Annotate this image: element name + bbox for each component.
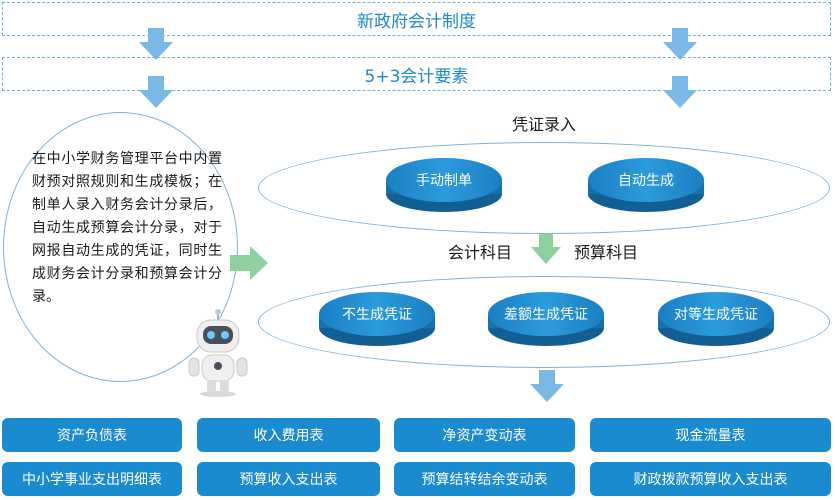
band-subtitle: 5+3会计要素 bbox=[364, 66, 469, 87]
disk-difference-voucher bbox=[488, 292, 604, 346]
disk-equal-voucher bbox=[658, 292, 774, 346]
down-arrow-icon bbox=[139, 76, 173, 108]
budget-subject-label: 预算科目 bbox=[574, 243, 639, 262]
down-arrow-icon bbox=[531, 234, 561, 264]
report-label: 财政拨款预算收入支出表 bbox=[633, 472, 788, 488]
report-label: 现金流量表 bbox=[675, 428, 746, 444]
report-label: 收入费用表 bbox=[253, 428, 324, 444]
disk-label-difference-voucher: 差额生成凭证 bbox=[504, 307, 588, 323]
rule-description-text: 在中小学财务管理平台中内置财预对照规则和生成模板；在制单人录入财务会计分录后，自… bbox=[32, 151, 222, 305]
robot-icon bbox=[188, 309, 248, 397]
report-label: 资产负债表 bbox=[57, 428, 127, 444]
down-arrow-icon bbox=[139, 28, 173, 60]
report-budget-surplus-change[interactable]: 预算结转结余变动表 bbox=[394, 462, 575, 496]
disk-label-no-voucher: 不生成凭证 bbox=[342, 307, 412, 323]
down-arrow-icon bbox=[663, 28, 697, 60]
report-net-assets-change[interactable]: 净资产变动表 bbox=[394, 418, 575, 452]
disk-auto bbox=[588, 158, 704, 212]
band-title: 新政府会计制度 bbox=[357, 11, 476, 32]
report-balance-sheet[interactable]: 资产负债表 bbox=[2, 418, 182, 452]
rule-description-ellipse bbox=[3, 112, 238, 382]
report-label: 净资产变动表 bbox=[442, 428, 527, 444]
disk-label-manual: 手动制单 bbox=[416, 173, 472, 189]
down-arrow-icon bbox=[530, 370, 564, 402]
report-budget-income-expense[interactable]: 预算收入支出表 bbox=[197, 462, 380, 496]
report-fiscal-appropriation[interactable]: 财政拨款预算收入支出表 bbox=[590, 462, 831, 496]
report-income-expense[interactable]: 收入费用表 bbox=[197, 418, 380, 452]
voucher-generation-oval bbox=[258, 276, 830, 368]
disk-no-voucher bbox=[319, 292, 435, 346]
voucher-entry-label: 凭证录入 bbox=[512, 115, 577, 134]
band-accounting-elements: 5+3会计要素 bbox=[2, 57, 831, 91]
report-school-expense-detail[interactable]: 中小学事业支出明细表 bbox=[2, 462, 182, 496]
disk-label-auto: 自动生成 bbox=[618, 173, 674, 189]
voucher-entry-oval bbox=[258, 142, 830, 234]
down-arrow-icon bbox=[663, 76, 697, 108]
report-label: 预算结转结余变动表 bbox=[421, 472, 548, 488]
accounting-subject-label: 会计科目 bbox=[448, 243, 513, 262]
disk-manual bbox=[386, 158, 502, 212]
band-new-government-accounting: 新政府会计制度 bbox=[2, 2, 831, 36]
report-cash-flow[interactable]: 现金流量表 bbox=[590, 418, 831, 452]
report-label: 中小学事业支出明细表 bbox=[22, 472, 162, 488]
right-arrow-icon bbox=[230, 246, 268, 280]
disk-label-equal-voucher: 对等生成凭证 bbox=[674, 307, 758, 323]
report-label: 预算收入支出表 bbox=[239, 472, 338, 488]
